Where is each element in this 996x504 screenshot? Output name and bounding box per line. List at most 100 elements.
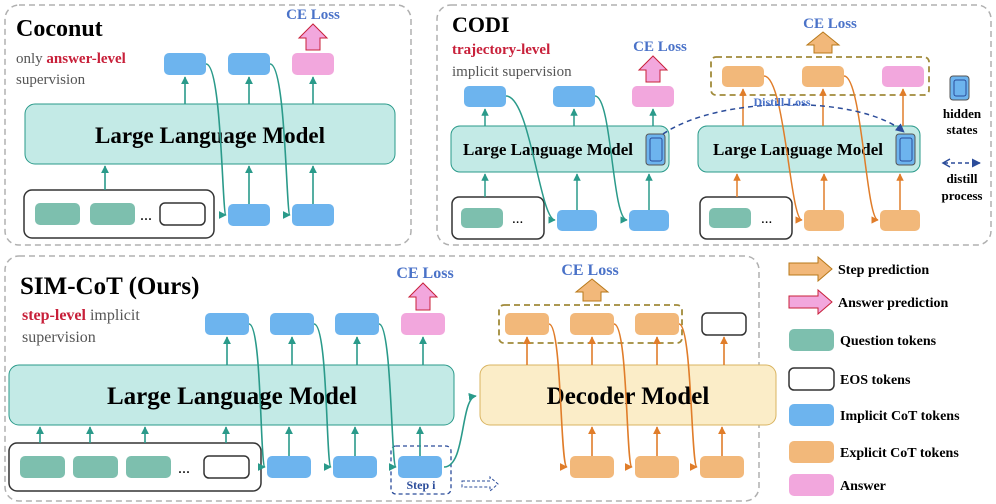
legend-answer-prediction: Answer prediction	[838, 296, 949, 311]
explicit-token	[505, 313, 549, 335]
question-token	[126, 456, 171, 478]
step-arrow	[461, 475, 499, 493]
codi-distill-process-1: distill	[946, 171, 977, 186]
implicit-token	[228, 53, 270, 75]
legend-question-tokens: Question tokens	[840, 334, 937, 349]
panel-coconut: Coconut only answer-level supervision La…	[4, 4, 412, 246]
implicit-token	[270, 313, 314, 335]
codi-distill-loss: Distill Loss	[753, 95, 810, 109]
question-token	[73, 456, 118, 478]
answer-prediction-arrow	[297, 23, 329, 51]
implicit-token	[292, 204, 334, 226]
eos-token	[203, 455, 250, 479]
hidden-state-icon	[895, 133, 916, 166]
simcot-desc-line2: supervision	[22, 329, 96, 346]
legend-question-icon	[789, 329, 834, 351]
codi-desc-line2: implicit supervision	[452, 64, 572, 80]
implicit-token	[335, 313, 379, 335]
implicit-token	[629, 210, 669, 231]
implicit-token	[228, 204, 270, 226]
codi-hidden-states-2: states	[946, 122, 977, 137]
simcot-decoder-label: Decoder Model	[547, 383, 710, 410]
codi-right-ellipsis: ...	[761, 211, 772, 227]
distill-arc	[662, 103, 905, 135]
implicit-token	[398, 456, 442, 478]
codi-hidden-states-1: hidden	[943, 106, 982, 121]
implicit-token	[267, 456, 311, 478]
simcot-ellipsis: ...	[178, 460, 190, 477]
coconut-desc-line1: only answer-level	[16, 51, 126, 67]
codi-llm-right-label: Large Language Model	[713, 140, 883, 159]
legend: Step prediction Answer prediction Questi…	[788, 255, 960, 496]
coconut-ce-loss: CE Loss	[286, 7, 340, 23]
explicit-token	[700, 456, 744, 478]
panel-simcot: SIM-CoT (Ours) step-level implicit super…	[4, 255, 777, 502]
explicit-token	[635, 456, 679, 478]
answer-token	[632, 86, 674, 107]
explicit-token	[722, 66, 764, 87]
coconut-desc-line2: supervision	[16, 72, 86, 88]
explicit-token	[804, 210, 844, 231]
implicit-token	[553, 86, 595, 107]
legend-answer: Answer	[840, 479, 886, 494]
legend-answer-icon	[789, 474, 834, 496]
question-token	[20, 456, 65, 478]
coconut-llm-label: Large Language Model	[95, 123, 325, 148]
legend-explicit-icon	[789, 441, 834, 463]
question-token	[709, 208, 751, 228]
simcot-ce-loss-right: CE Loss	[561, 262, 618, 279]
step-i-box	[390, 445, 452, 495]
legend-eos-tokens: EOS tokens	[840, 373, 911, 388]
eos-token	[701, 312, 747, 336]
codi-llm-left-box	[450, 125, 670, 173]
question-token	[90, 203, 135, 225]
codi-distill-process-2: process	[942, 188, 983, 203]
step-prediction-arrow	[805, 31, 841, 54]
legend-implicit-tokens: Implicit CoT tokens	[840, 409, 960, 424]
hidden-state-icon	[645, 133, 666, 166]
implicit-token	[205, 313, 249, 335]
explicit-token	[570, 456, 614, 478]
eos-token	[159, 202, 206, 226]
simcot-step-label: Step i	[406, 478, 436, 492]
codi-title: CODI	[452, 12, 509, 37]
implicit-token	[333, 456, 377, 478]
hidden-states-icon	[949, 75, 970, 101]
codi-ce-loss-right: CE Loss	[803, 16, 857, 32]
explicit-token	[802, 66, 844, 87]
legend-eos-icon	[788, 367, 835, 391]
question-token	[35, 203, 80, 225]
simcot-desc-line1: step-level implicit	[22, 307, 140, 324]
answer-token	[292, 53, 334, 75]
legend-step-prediction: Step prediction	[838, 263, 929, 278]
panel-codi: CODI trajectory-level implicit supervisi…	[436, 4, 992, 246]
codi-ce-loss-left: CE Loss	[633, 39, 687, 55]
simcot-llm-label: Large Language Model	[107, 383, 357, 410]
implicit-token	[557, 210, 597, 231]
answer-prediction-arrow	[637, 55, 669, 83]
legend-answer-prediction-icon	[788, 288, 833, 316]
answer-token	[882, 66, 924, 87]
simcot-ce-loss-left: CE Loss	[396, 265, 453, 282]
coconut-llm-box	[24, 103, 396, 165]
coconut-ellipsis: ...	[140, 207, 152, 224]
legend-implicit-icon	[789, 404, 834, 426]
explicit-token	[570, 313, 614, 335]
simcot-title: SIM-CoT (Ours)	[20, 273, 199, 300]
legend-explicit-tokens: Explicit CoT tokens	[840, 446, 959, 461]
codi-llm-left-label: Large Language Model	[463, 140, 633, 159]
legend-step-prediction-icon	[788, 255, 833, 283]
answer-token	[401, 313, 445, 335]
explicit-token	[635, 313, 679, 335]
implicit-token	[164, 53, 206, 75]
simcot-llm-box	[8, 364, 455, 426]
coconut-title: Coconut	[16, 16, 103, 42]
answer-prediction-arrow	[407, 282, 439, 311]
explicit-token	[880, 210, 920, 231]
question-token	[461, 208, 503, 228]
implicit-token	[464, 86, 506, 107]
codi-desc-line1: trajectory-level	[452, 42, 550, 58]
step-prediction-arrow	[574, 278, 610, 302]
codi-left-ellipsis: ...	[512, 211, 523, 227]
